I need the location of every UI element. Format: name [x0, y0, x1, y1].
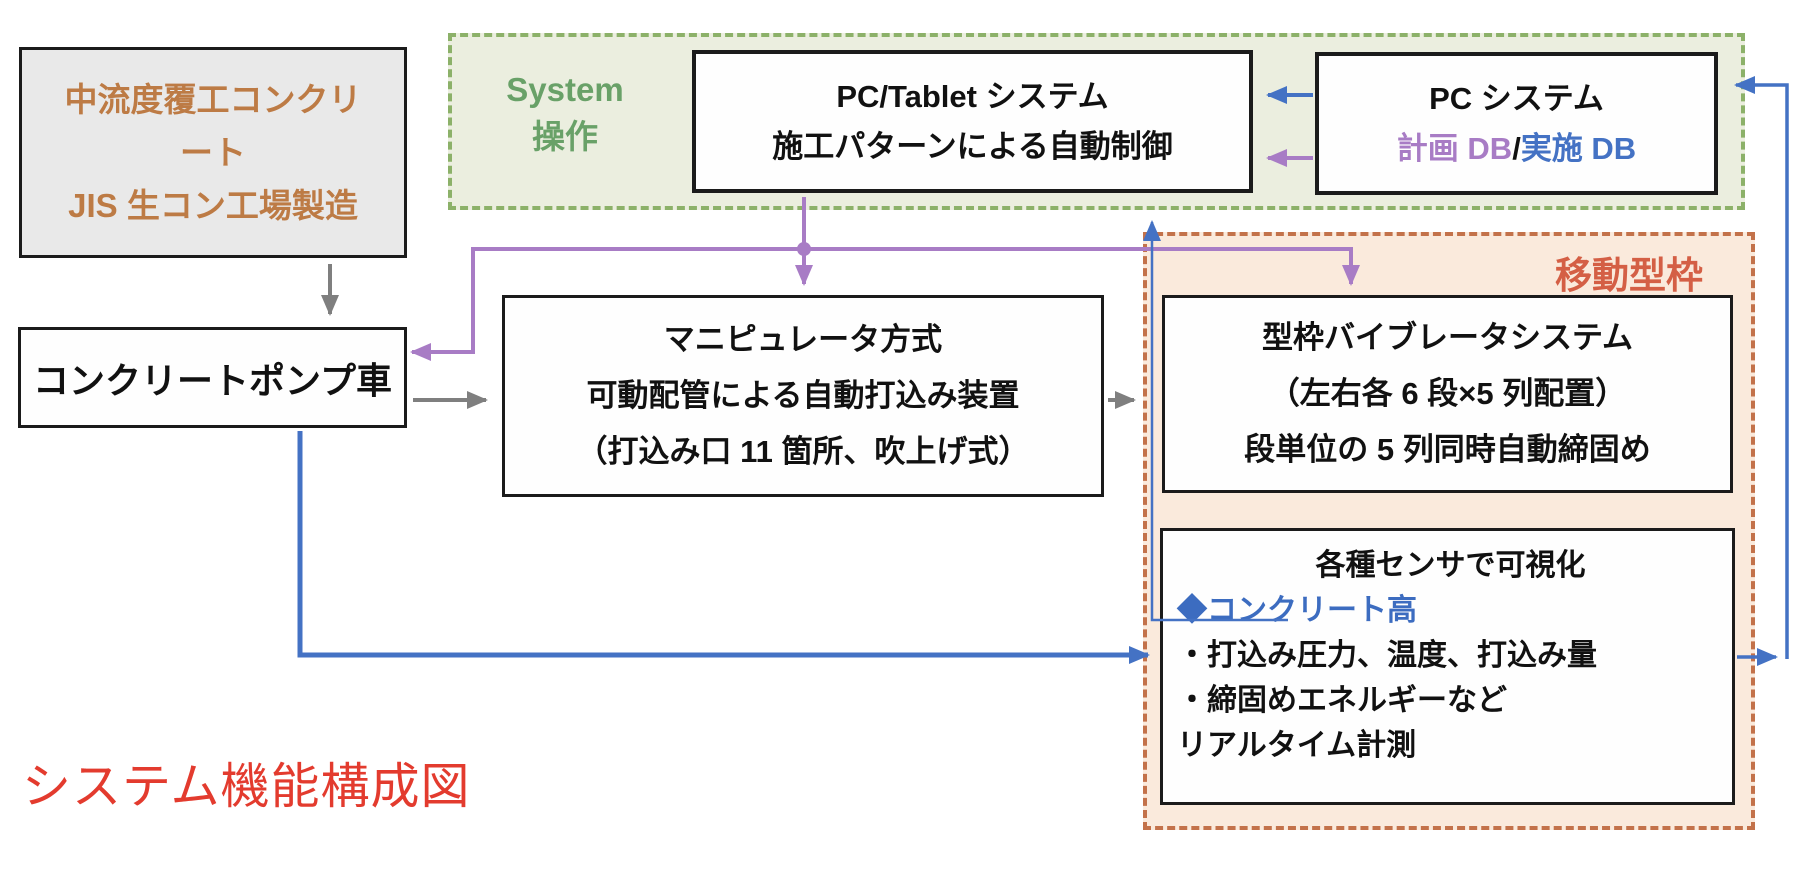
pc-system-box: PC システム 計画 DB/実施 DB [1315, 52, 1718, 195]
sensor-item-energy: ・締固めエネルギーなど [1177, 684, 1507, 717]
vibrator-line3: 段単位の 5 列同時自動締固め [1244, 432, 1651, 467]
manipulator-line3: （打込み口 11 箇所、吹上げ式） [576, 434, 1030, 469]
source-line3: JIS 生コン工場製造 [68, 187, 358, 224]
purple-junction-dot [797, 242, 811, 256]
db-separator: / [1512, 130, 1521, 166]
sensor-title: 各種センサで可視化 [1315, 549, 1586, 582]
manipulator-line1: マニピュレータ方式 [663, 322, 943, 357]
sensor-item-pressure: ・打込み圧力、温度、打込み量 [1177, 639, 1597, 672]
form-vibrator-box: 型枠バイブレータシステム （左右各 6 段×5 列配置） 段単位の 5 列同時自… [1162, 295, 1733, 493]
vibrator-line1: 型枠バイブレータシステム [1261, 320, 1634, 355]
vibrator-line2: （左右各 6 段×5 列配置） [1268, 376, 1627, 411]
sensor-item-concrete-height: ◆コンクリート高 [1177, 594, 1417, 627]
manipulator-line2: 可動配管による自動打込み装置 [586, 378, 1020, 413]
plan-db-label: 計画 DB [1396, 130, 1513, 166]
pc-system-title: PC システム [1429, 80, 1604, 116]
system-label-line1: System [506, 71, 624, 108]
pc-tablet-system-box: PC/Tablet システム 施工パターンによる自動制御 [692, 50, 1253, 193]
system-operation-label: System 操作 [470, 66, 660, 160]
concrete-source-box: 中流度覆工コンクリ ート JIS 生コン工場製造 [19, 47, 407, 258]
pump-truck-box: コンクリートポンプ車 [18, 327, 407, 428]
diagram-caption: システム機能構成図 [22, 760, 471, 814]
sensor-item-realtime: リアルタイム計測 [1177, 729, 1417, 762]
system-label-line2: 操作 [532, 118, 598, 155]
sensor-visualization-box: 各種センサで可視化 ◆コンクリート高 ・打込み圧力、温度、打込み量 ・締固めエネ… [1160, 528, 1735, 805]
source-line1: 中流度覆工コンクリ [64, 81, 362, 118]
exec-db-label: 実施 DB [1520, 130, 1637, 166]
pc-system-db-line: 計画 DB/実施 DB [1397, 124, 1636, 174]
manipulator-box: マニピュレータ方式 可動配管による自動打込み装置 （打込み口 11 箇所、吹上げ… [502, 295, 1104, 497]
pc-tablet-line1: PC/Tablet システム [836, 78, 1109, 114]
source-line2: ート [180, 134, 246, 171]
moving-form-label: 移動型枠 [1555, 255, 1703, 296]
pc-tablet-line2: 施工パターンによる自動制御 [772, 128, 1173, 164]
